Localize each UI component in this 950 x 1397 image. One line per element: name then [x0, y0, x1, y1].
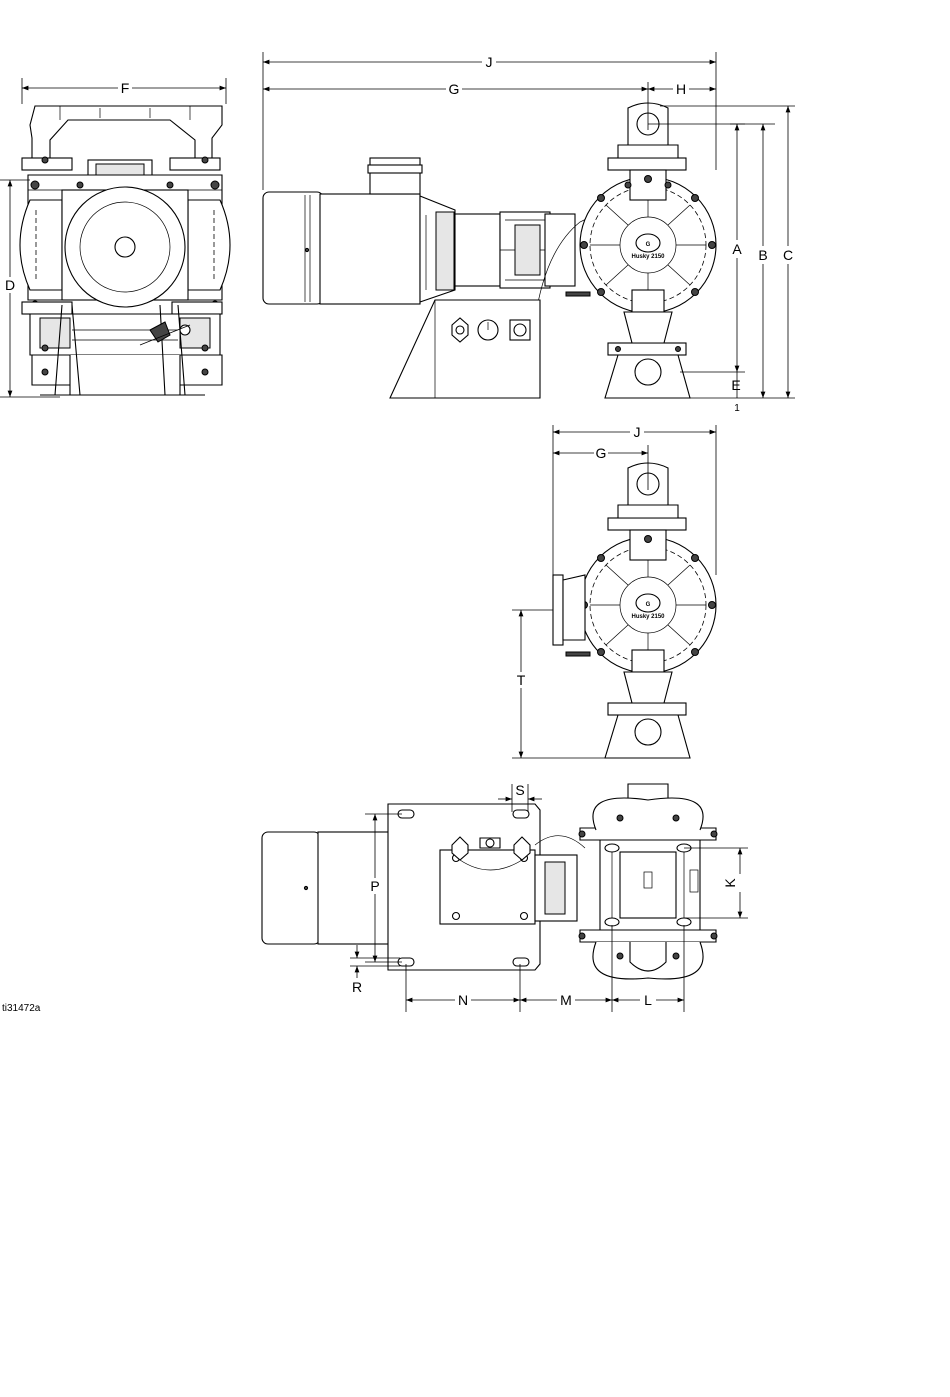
dim-label-l: L: [644, 992, 652, 1008]
side-view-flange: G Husky 2150 J G T: [512, 424, 716, 758]
dim-label-f: F: [121, 80, 130, 96]
svg-text:G: G: [646, 602, 651, 608]
svg-text:G: G: [646, 242, 651, 248]
dim-label-t: T: [517, 672, 526, 688]
pump-model-label-1: Husky 2150: [631, 254, 665, 260]
dim-label-s: S: [515, 782, 524, 798]
dim-label-n: N: [458, 992, 468, 1008]
dim-label-b: B: [758, 247, 767, 263]
dim-label-e: E: [731, 377, 740, 393]
front-view: F D: [0, 78, 230, 397]
pump-model-label-2: Husky 2150: [631, 614, 665, 620]
dim-label-p: P: [370, 878, 379, 894]
dim-label-j-top: J: [486, 54, 493, 70]
dim-label-g-mid: G: [596, 445, 607, 461]
dim-label-d: D: [5, 277, 15, 293]
dim-e-note: 1: [734, 403, 740, 414]
top-view: S P R K N M L: [262, 782, 748, 1012]
dim-label-m: M: [560, 992, 572, 1008]
dim-label-g-top: G: [449, 81, 460, 97]
dim-label-a: A: [732, 241, 742, 257]
dim-label-k: K: [722, 878, 738, 888]
figure-id: ti31472a: [2, 1003, 41, 1014]
dim-label-c: C: [783, 247, 793, 263]
dim-label-h: H: [676, 81, 686, 97]
dim-label-r: R: [352, 979, 362, 995]
dim-label-j-mid: J: [634, 424, 641, 440]
side-view: G Husky 2150 J G H: [263, 52, 795, 414]
